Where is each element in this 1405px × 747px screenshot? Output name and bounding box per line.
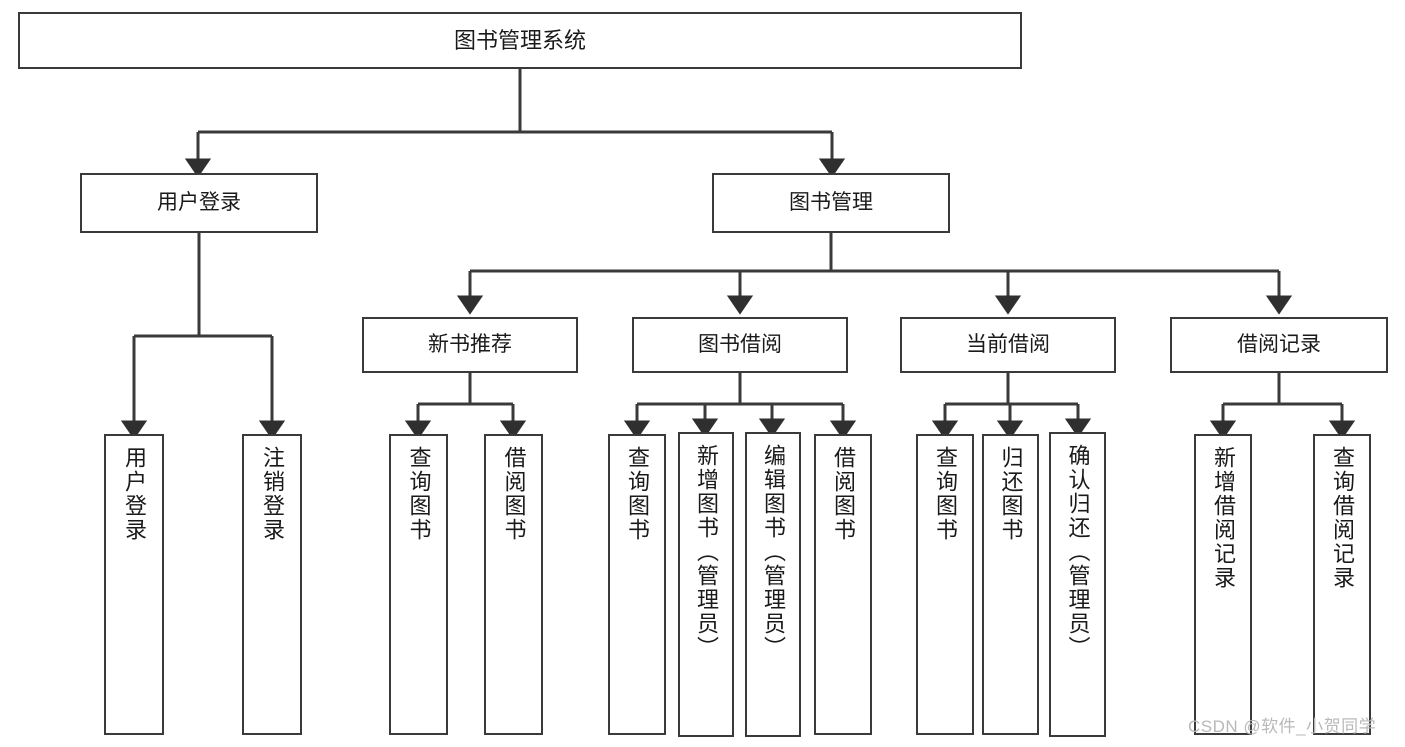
leaf-query-book-borrow[interactable]: 查询图书 bbox=[608, 434, 666, 735]
node-label: 新增图书（管理员） bbox=[694, 444, 719, 660]
node-book-management[interactable]: 图书管理 bbox=[712, 173, 950, 233]
node-label: 查询图书 bbox=[933, 446, 958, 542]
node-label: 查询图书 bbox=[625, 446, 650, 542]
csdn-watermark: CSDN @软件_小贺同学 bbox=[1188, 717, 1377, 736]
leaf-borrow-book[interactable]: 借阅图书 bbox=[814, 434, 872, 735]
node-label: 查询图书 bbox=[406, 446, 432, 542]
leaf-confirm-return-admin[interactable]: 确认归还（管理员） bbox=[1049, 432, 1106, 737]
node-label: 确认归还（管理员） bbox=[1065, 444, 1091, 660]
node-label: 用户登录 bbox=[122, 446, 147, 542]
leaf-user-login[interactable]: 用户登录 bbox=[104, 434, 164, 735]
leaf-borrow-book-newbook[interactable]: 借阅图书 bbox=[484, 434, 543, 735]
node-label: 图书管理 bbox=[789, 190, 873, 214]
node-label: 图书借阅 bbox=[698, 332, 782, 356]
leaf-edit-book-admin[interactable]: 编辑图书（管理员） bbox=[745, 432, 801, 737]
node-label: 借阅图书 bbox=[831, 446, 856, 542]
leaf-return-book[interactable]: 归还图书 bbox=[982, 434, 1039, 735]
node-current-borrow[interactable]: 当前借阅 bbox=[900, 317, 1116, 373]
leaf-query-book-current[interactable]: 查询图书 bbox=[916, 434, 974, 735]
node-book-borrow[interactable]: 图书借阅 bbox=[632, 317, 848, 373]
leaf-logout[interactable]: 注销登录 bbox=[242, 434, 302, 735]
node-label: 查询借阅记录 bbox=[1330, 446, 1355, 590]
node-label: 新增借阅记录 bbox=[1211, 446, 1236, 590]
node-label: 用户登录 bbox=[157, 190, 241, 214]
node-label: 新书推荐 bbox=[428, 332, 512, 356]
node-root-book-management-system[interactable]: 图书管理系统 bbox=[18, 12, 1022, 69]
leaf-query-book-newbook[interactable]: 查询图书 bbox=[389, 434, 448, 735]
node-label: 编辑图书（管理员） bbox=[761, 444, 786, 660]
node-label: 当前借阅 bbox=[966, 332, 1050, 356]
leaf-query-borrow-record[interactable]: 查询借阅记录 bbox=[1313, 434, 1371, 735]
node-new-book-recommendation[interactable]: 新书推荐 bbox=[362, 317, 578, 373]
node-label: 归还图书 bbox=[998, 446, 1024, 542]
node-label: 借阅图书 bbox=[501, 446, 527, 542]
node-label: 图书管理系统 bbox=[453, 27, 586, 53]
node-user-login[interactable]: 用户登录 bbox=[80, 173, 318, 233]
leaf-add-book-admin[interactable]: 新增图书（管理员） bbox=[678, 432, 734, 737]
leaf-add-borrow-record[interactable]: 新增借阅记录 bbox=[1194, 434, 1252, 735]
node-label: 注销登录 bbox=[260, 446, 285, 542]
node-borrow-record[interactable]: 借阅记录 bbox=[1170, 317, 1388, 373]
node-label: 借阅记录 bbox=[1237, 332, 1321, 356]
